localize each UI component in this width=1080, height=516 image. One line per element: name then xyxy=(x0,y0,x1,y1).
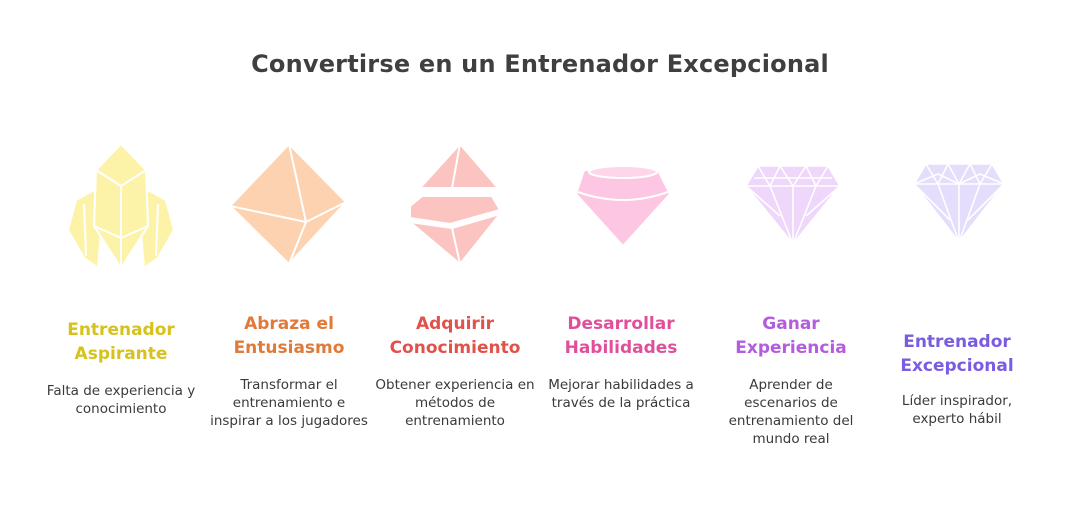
polished-gem-icon xyxy=(546,130,696,280)
stage-entusiasmo: Abraza el Entusiasmo Transformar el entr… xyxy=(210,130,368,460)
stage-description: Obtener experiencia en métodos de entren… xyxy=(375,377,535,429)
stage-title: Entrenador Aspirante xyxy=(67,320,175,364)
diagram-title: Convertirse en un Entrenador Excepcional xyxy=(251,50,829,78)
stage-habilidades: Desarrollar Habilidades Mejorar habilida… xyxy=(546,130,696,460)
stage-aspirante: Entrenador Aspirante Falta de experienci… xyxy=(46,130,196,460)
stage-description: Transformar el entrenamiento e inspirar … xyxy=(210,377,368,429)
stage-conocimiento: Adquirir Conocimiento Obtener experienci… xyxy=(375,130,535,460)
stage-title: Desarrollar Habilidades xyxy=(564,314,678,358)
stage-title: Abraza el Entusiasmo xyxy=(233,314,345,358)
octahedron-icon xyxy=(214,130,364,280)
split-gem-icon xyxy=(380,130,530,280)
stage-excepcional: Entrenador Excepcional Líder inspirador,… xyxy=(882,130,1032,460)
faceted-gem-icon xyxy=(716,130,866,280)
brilliant-diamond-icon xyxy=(882,130,1032,280)
stage-description: Aprender de escenarios de entrenamiento … xyxy=(728,377,854,447)
stage-experiencia: Ganar Experiencia Aprender de escenarios… xyxy=(716,130,866,460)
stage-description: Falta de experiencia y conocimiento xyxy=(46,383,196,417)
stage-description: Mejorar habilidades a través de la práct… xyxy=(548,377,694,411)
stage-description: Líder inspirador, experto hábil xyxy=(901,393,1013,427)
stage-title: Adquirir Conocimiento xyxy=(389,314,521,358)
stage-title: Entrenador Excepcional xyxy=(900,332,1014,376)
stage-title: Ganar Experiencia xyxy=(735,314,847,358)
crystal-cluster-icon xyxy=(46,130,196,280)
